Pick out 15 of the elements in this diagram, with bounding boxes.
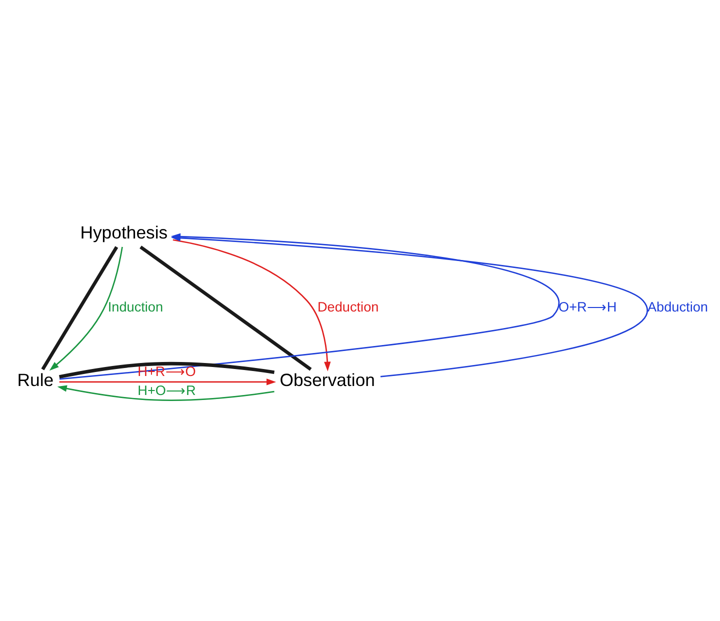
connector (140, 245, 312, 370)
edge-label: O+R⟶H (558, 299, 617, 314)
arrow (172, 238, 331, 371)
connector (41, 246, 118, 370)
edge-label: Induction (108, 299, 164, 314)
arrow (59, 378, 276, 385)
edge-label: H+O⟶R (138, 382, 196, 398)
arrow (170, 234, 648, 377)
node-text: Observation (280, 370, 375, 390)
arrow (57, 384, 274, 400)
arrow (49, 246, 123, 370)
node-text: Hypothesis (80, 222, 168, 242)
edge-label: Deduction (317, 299, 379, 314)
edge-label: Abduction (648, 299, 708, 314)
node-text: Rule (17, 370, 54, 390)
